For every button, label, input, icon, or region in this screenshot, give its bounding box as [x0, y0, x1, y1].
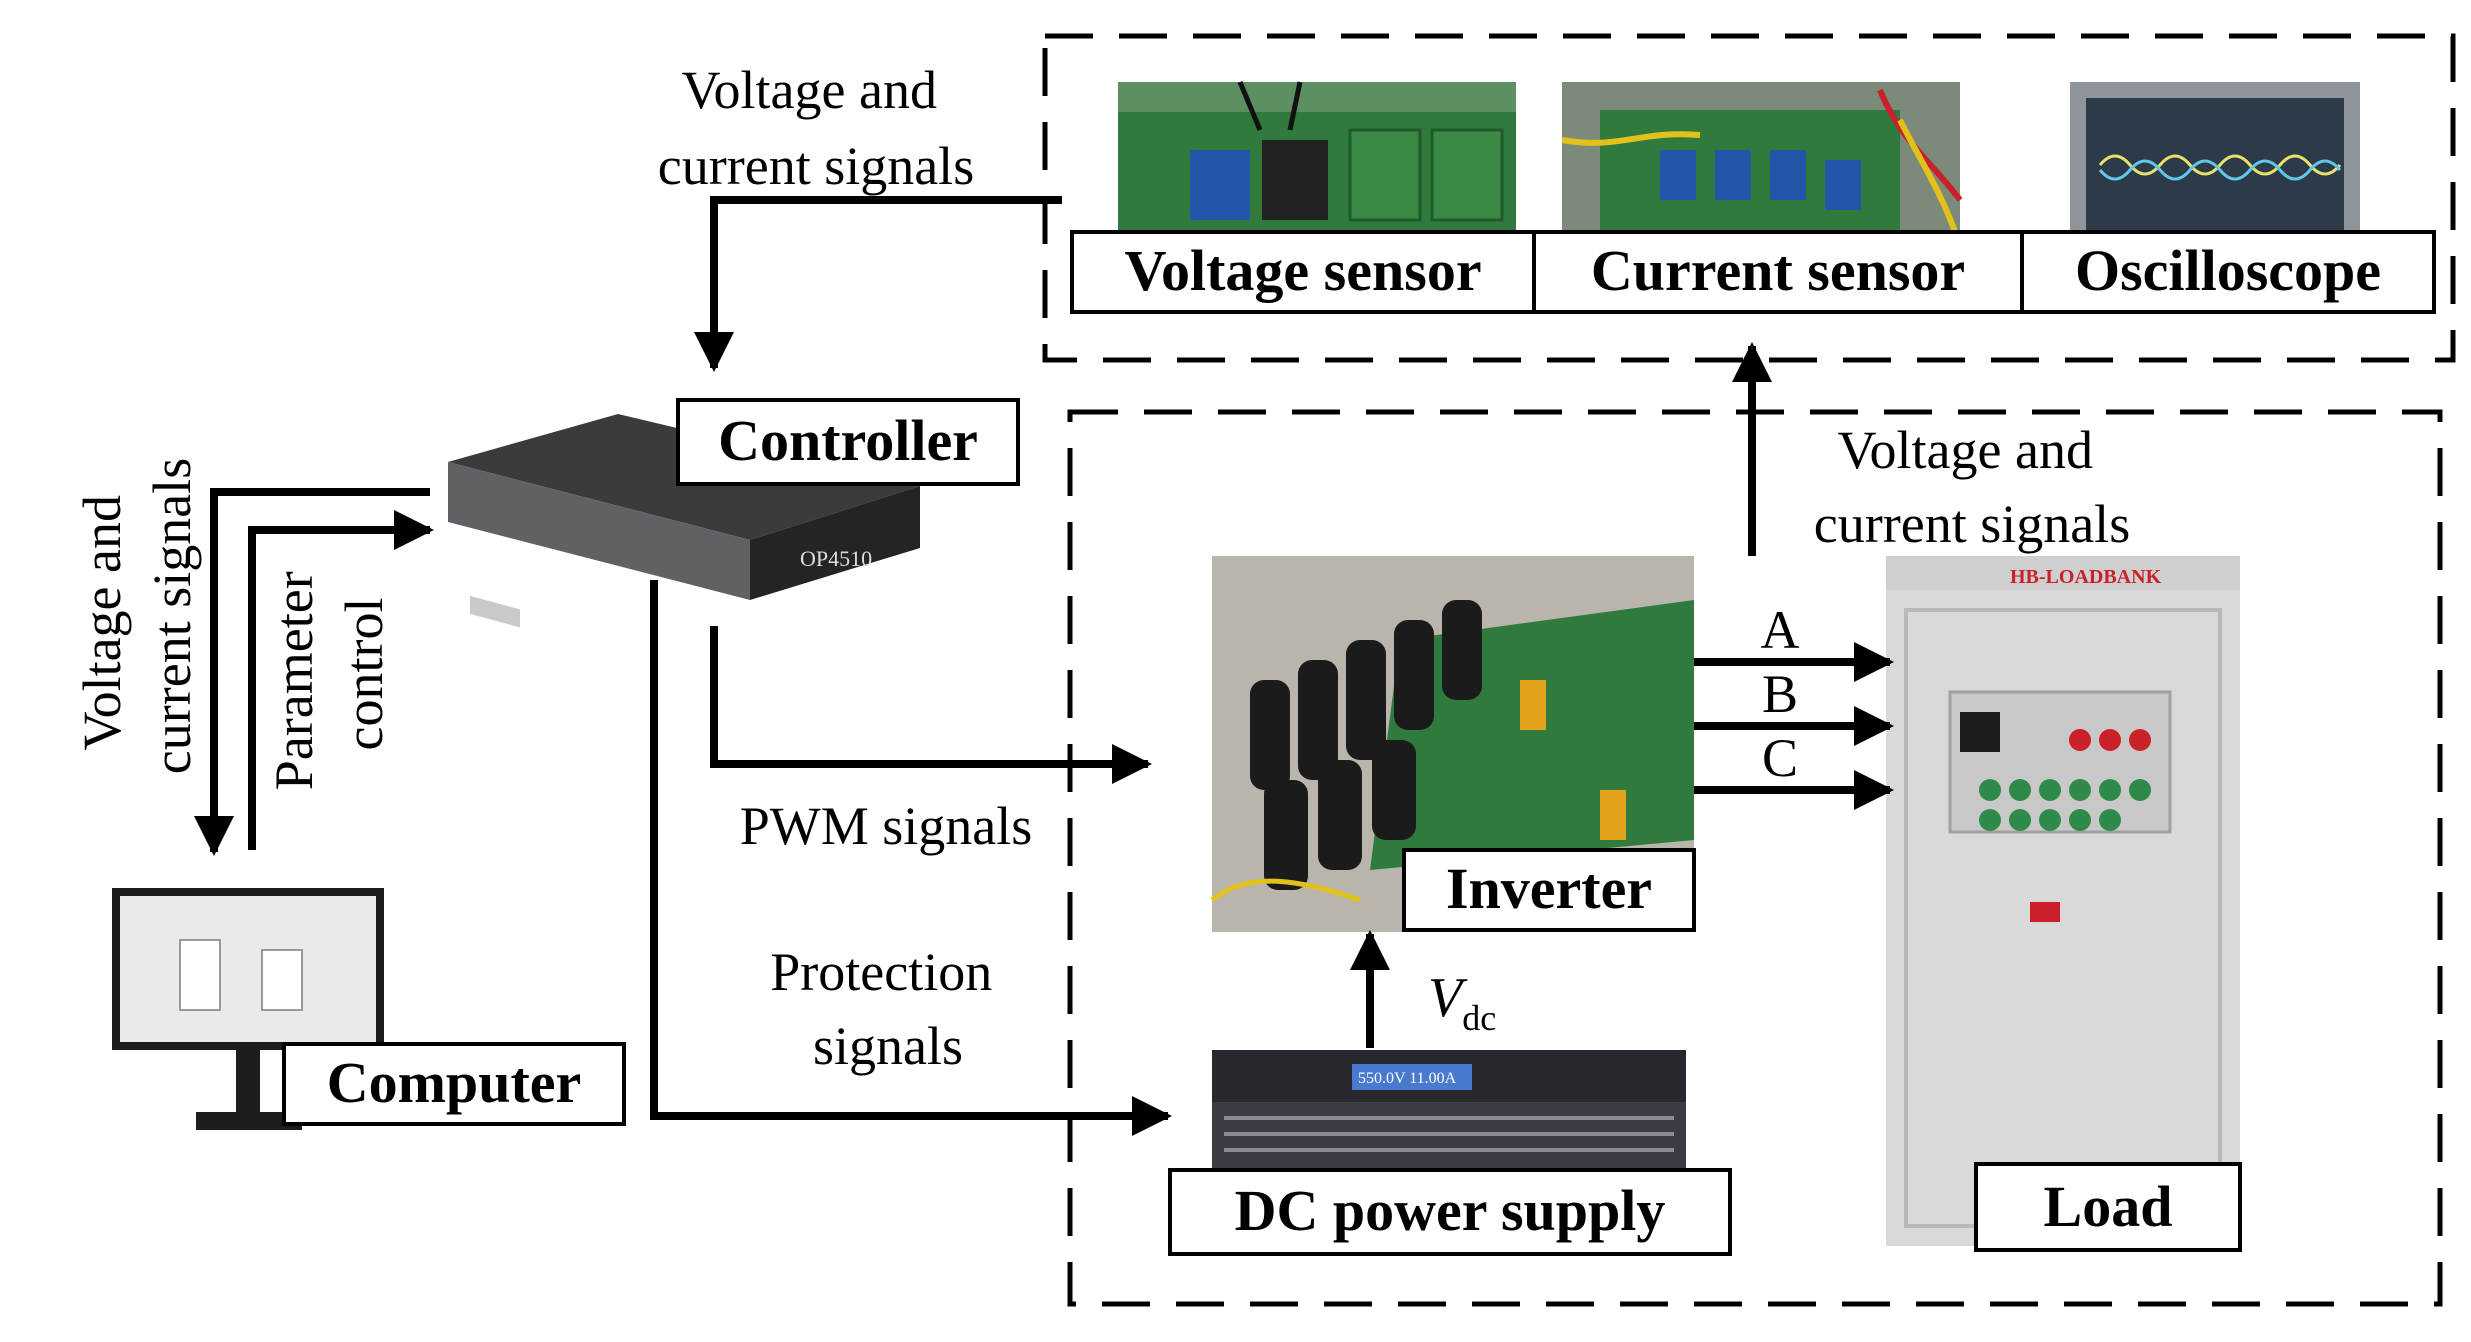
- computer-label: Computer: [327, 1050, 582, 1115]
- protection-signals-label: Protection signals: [770, 942, 1005, 1076]
- inverter-label: Inverter: [1446, 856, 1652, 921]
- current-sensor-photo: [1561, 82, 1963, 234]
- phase-b-label: B: [1762, 664, 1798, 724]
- voltage-sensor-label-box: [1070, 230, 1536, 314]
- arrow-controller-to-computer: [194, 488, 430, 856]
- oscilloscope-photo: [2070, 82, 2360, 232]
- parameter-control-label: Parameter control: [264, 558, 394, 790]
- arrow-computer-to-controller: [248, 510, 434, 850]
- current-sensor-label-box: [1532, 230, 2024, 314]
- controller-label: Controller: [718, 408, 978, 473]
- pwm-signals-label: PWM signals: [740, 796, 1033, 856]
- dc-power-supply-label-box: [1168, 1168, 1732, 1256]
- computer-photo: [112, 888, 384, 1130]
- top-left-signal-label: Voltage and current signals: [658, 60, 974, 196]
- voltage-sensor-label: Voltage sensor: [1124, 238, 1481, 303]
- load-label-box: [1974, 1162, 2242, 1252]
- dc-power-supply-photo: 550.0V 11.00A: [1212, 1050, 1686, 1172]
- dc-power-supply-label: DC power supply: [1235, 1178, 1666, 1243]
- computer-label-box: [282, 1042, 626, 1126]
- controller-label-box: [676, 398, 1020, 486]
- load-brand-text: HB-LOADBANK: [2010, 566, 2162, 588]
- inverter-label-box: [1402, 848, 1696, 932]
- oscilloscope-label-box: [2020, 230, 2436, 314]
- psu-readout-text: 550.0V 11.00A: [1358, 1070, 1457, 1087]
- phase-c-label: C: [1762, 728, 1798, 788]
- arrow-sensors-to-controller: [694, 196, 1062, 372]
- arrow-protection-signals: [650, 580, 1172, 1136]
- current-sensor-label: Current sensor: [1591, 238, 1965, 303]
- controller-model-text: OP4510: [800, 546, 872, 571]
- arrow-pwm-signals: [710, 626, 1152, 784]
- voltage-sensor-photo: [1118, 81, 1516, 232]
- load-label: Load: [2044, 1174, 2173, 1239]
- oscilloscope-label: Oscilloscope: [2075, 238, 2381, 303]
- phase-a-label: A: [1761, 600, 1800, 660]
- right-signal-label: Voltage and current signals: [1814, 420, 2130, 554]
- vdc-label: Vdc: [1428, 967, 1496, 1038]
- load-bank-photo: HB-LOADBANK: [1886, 556, 2240, 1246]
- vertical-signal-label: Voltage and current signals: [72, 458, 202, 774]
